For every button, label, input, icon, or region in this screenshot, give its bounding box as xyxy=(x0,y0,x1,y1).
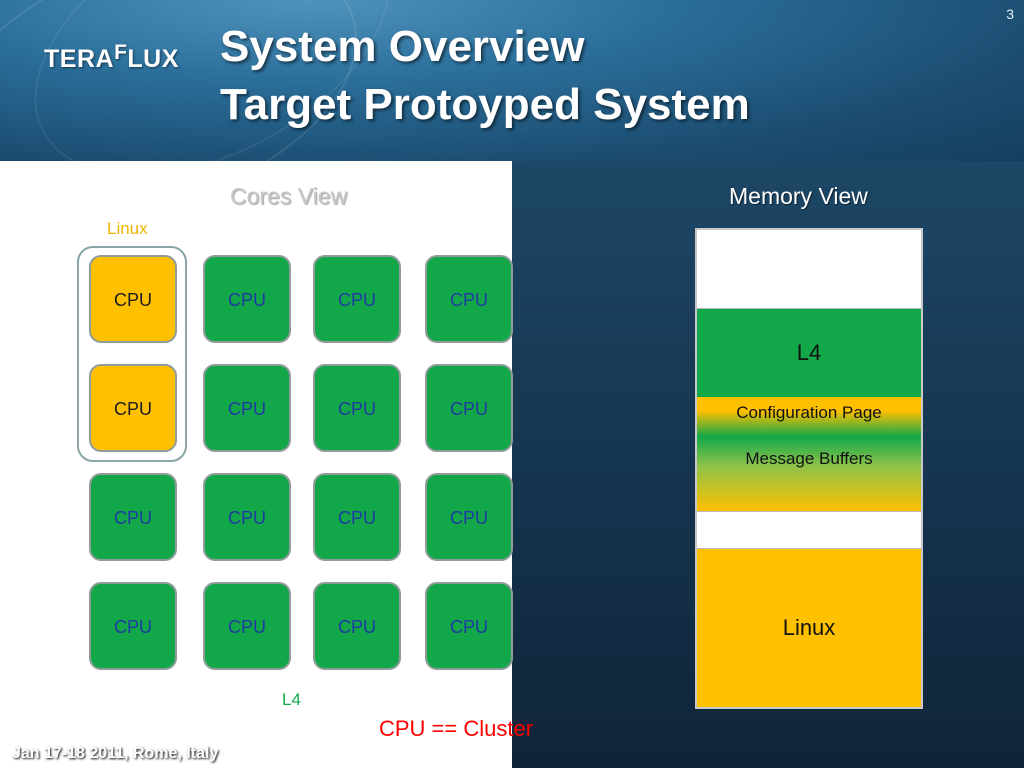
linux-cluster-outline xyxy=(77,246,187,462)
memory-segment-empty xyxy=(697,230,921,309)
cpu-cluster-note: CPU == Cluster xyxy=(379,716,534,741)
footer-date-location: Jan 17-18 2011, Rome, Italy xyxy=(12,745,219,762)
cpu-tile: CPU xyxy=(313,364,401,452)
configuration-page-label: Configuration Page xyxy=(736,403,882,422)
cpu-tile-linux: CPU xyxy=(89,255,177,343)
cpu-tile: CPU xyxy=(203,364,291,452)
cpu-tile: CPU xyxy=(313,473,401,561)
memory-segment-linux: Linux xyxy=(697,549,921,707)
cpu-tile: CPU xyxy=(313,255,401,343)
cpu-tile: CPU xyxy=(89,473,177,561)
l4-label: L4 xyxy=(282,690,301,709)
cpu-tile: CPU xyxy=(425,255,513,343)
memory-segment-empty xyxy=(697,511,921,549)
cpu-tile: CPU xyxy=(203,473,291,561)
memory-segment-l4: L4 xyxy=(697,309,921,397)
cpu-tile: CPU xyxy=(203,582,291,670)
linux-cluster-label: Linux xyxy=(107,219,148,238)
cpu-tile: CPU xyxy=(425,473,513,561)
memory-segment-shared: Configuration Page Message Buffers xyxy=(697,397,921,511)
cores-view-panel xyxy=(0,161,512,768)
cpu-tile-linux: CPU xyxy=(89,364,177,452)
memory-view-title: Memory View xyxy=(729,183,868,209)
teraflux-logo: TERAFLUX xyxy=(44,41,179,73)
title-line-1: System Overview xyxy=(220,22,585,71)
cpu-tile: CPU xyxy=(89,582,177,670)
message-buffers-label: Message Buffers xyxy=(745,449,873,468)
title-line-2: Target Protoyped System xyxy=(220,80,750,129)
slide-number: 3 xyxy=(1006,6,1014,22)
memory-map: L4 Configuration Page Message Buffers Li… xyxy=(695,228,923,709)
slide-header: TERAFLUX System Overview Target Protoype… xyxy=(0,0,1024,161)
cores-view-title: Cores View xyxy=(230,183,348,209)
cpu-tile: CPU xyxy=(425,582,513,670)
slide-title: System Overview Target Protoyped System xyxy=(220,18,750,134)
cpu-tile: CPU xyxy=(313,582,401,670)
cpu-tile: CPU xyxy=(425,364,513,452)
cpu-tile: CPU xyxy=(203,255,291,343)
